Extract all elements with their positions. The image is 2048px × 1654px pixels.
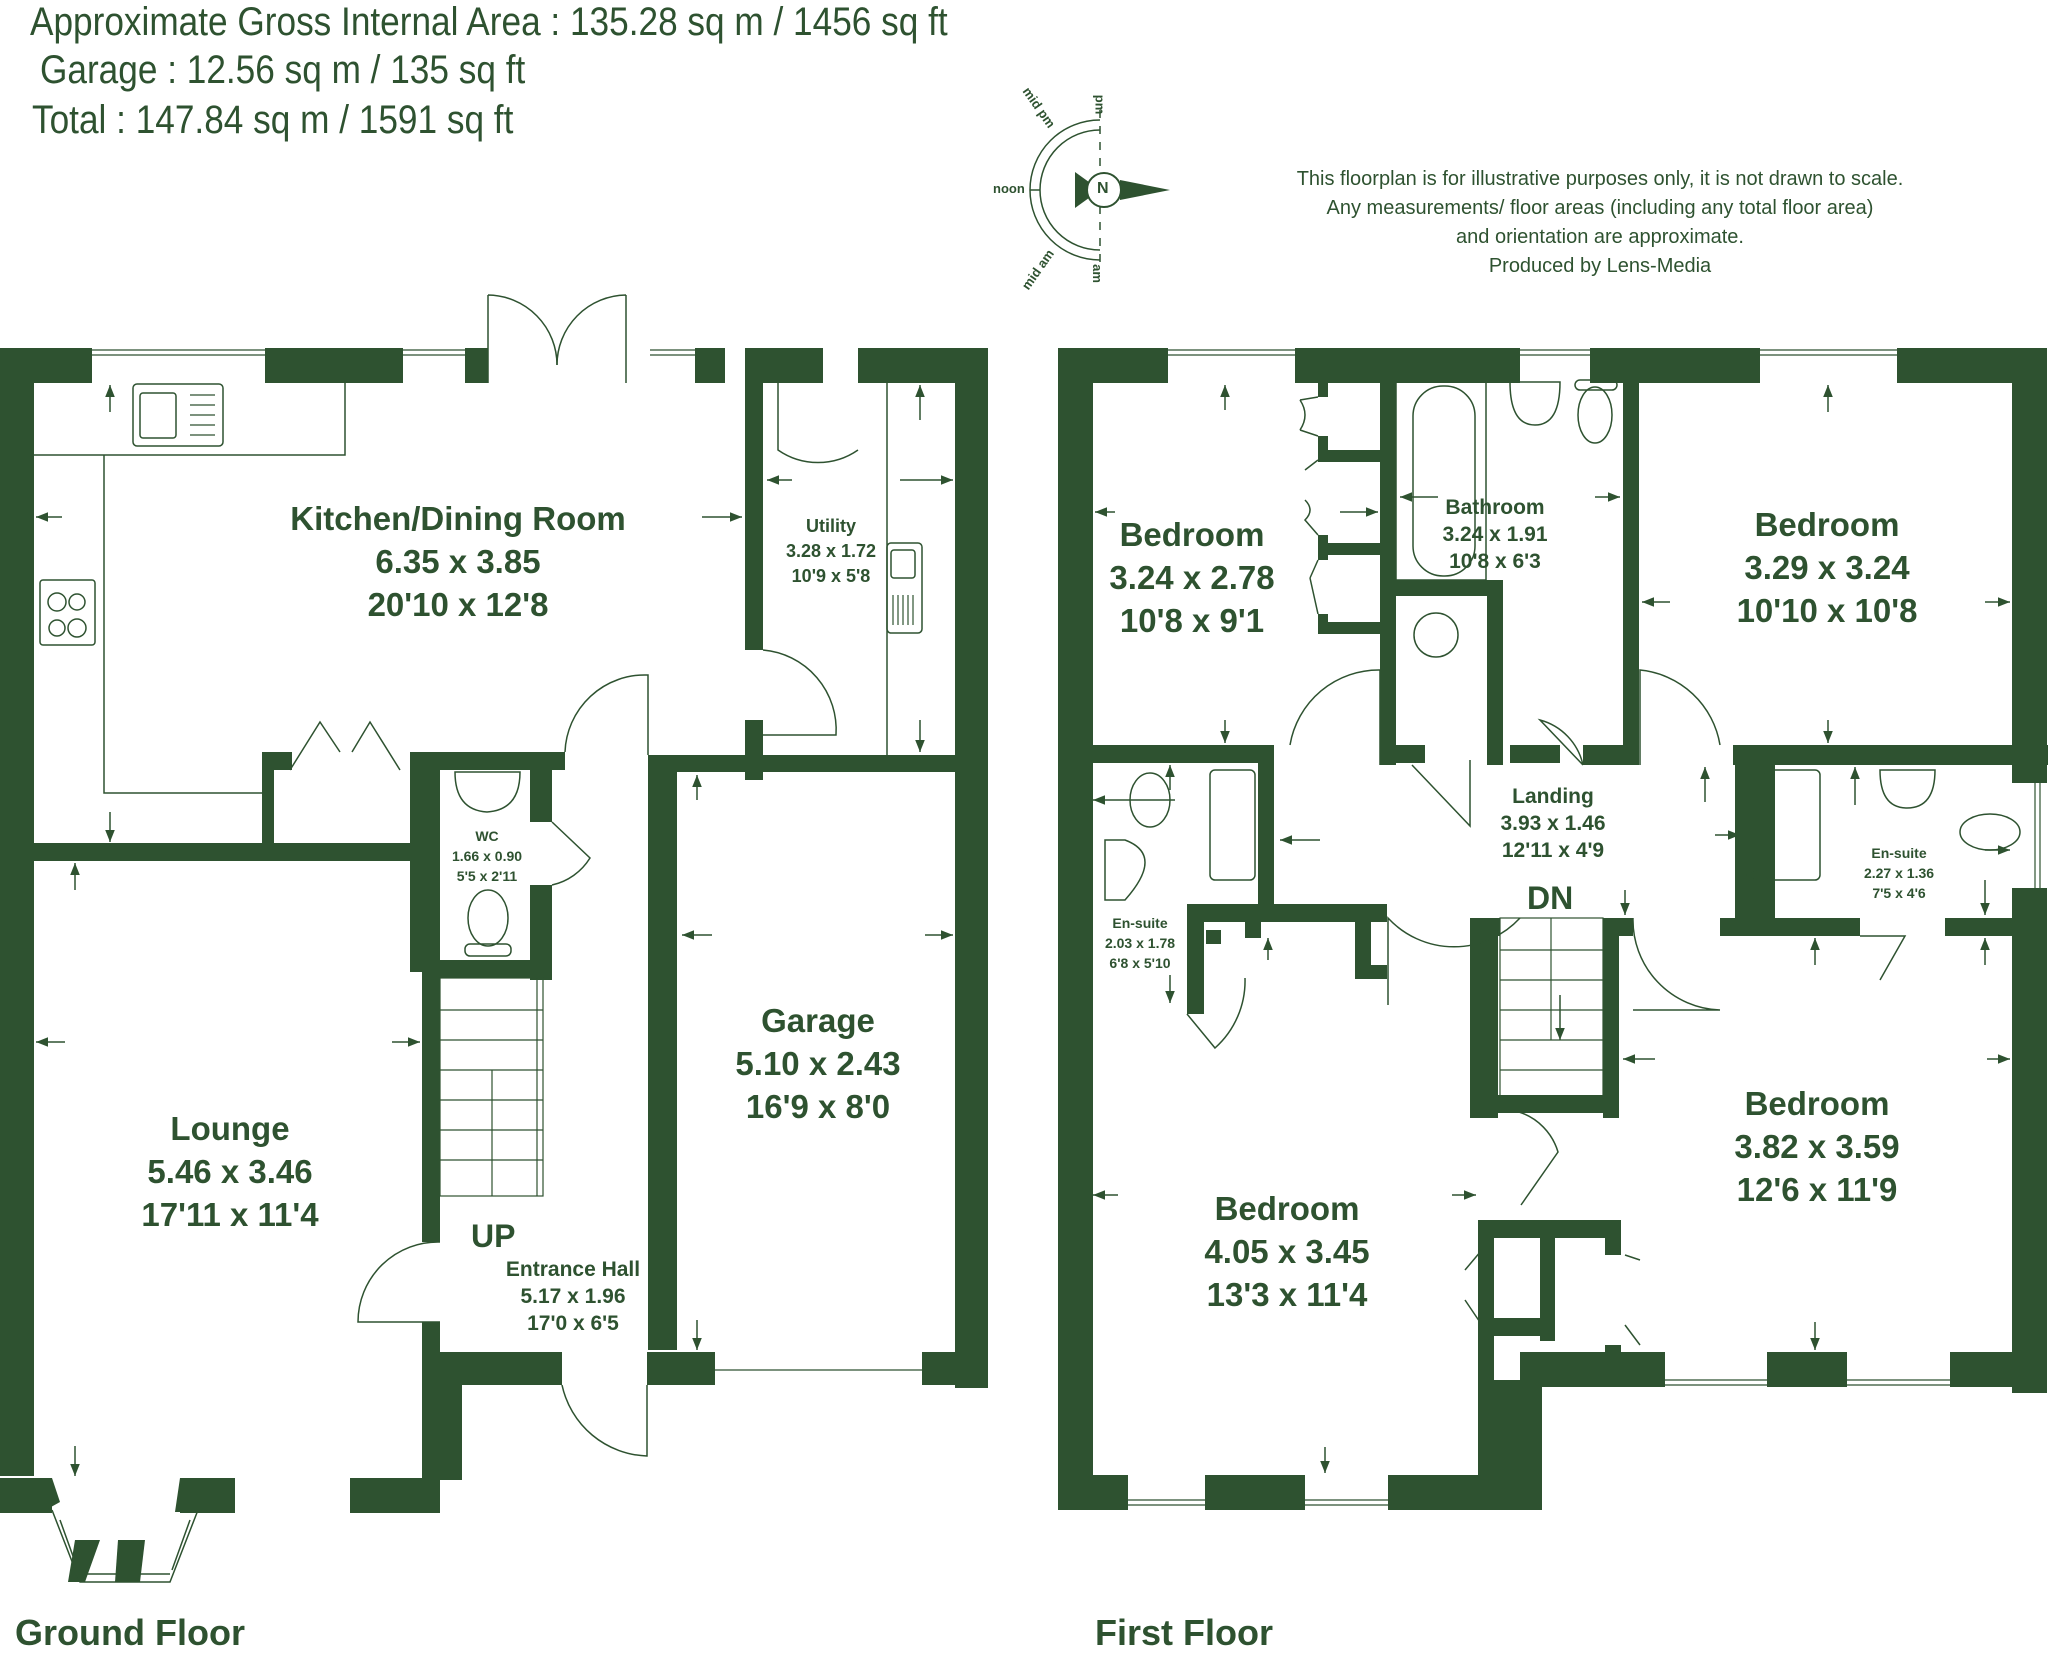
compass-icon bbox=[1029, 110, 1170, 270]
room-wc: WC 1.66 x 0.90 5'5 x 2'11 bbox=[451, 828, 523, 884]
stairs-up-label: UP bbox=[471, 1218, 516, 1254]
room-ensuite-2: En-suite 2.27 x 1.36 7'5 x 4'6 bbox=[1863, 845, 1935, 901]
compass-north-label: N bbox=[1097, 180, 1109, 197]
disclaimer-line: Any measurements/ floor areas (including… bbox=[1326, 197, 1874, 219]
room-kitchen-dining: Kitchen/Dining Room 6.35 x 3.85 20'10 x … bbox=[290, 500, 626, 623]
ground-floor-label: Ground Floor bbox=[15, 1612, 245, 1653]
compass-am-label: am bbox=[1089, 264, 1105, 283]
room-ensuite-1: En-suite 2.03 x 1.78 6'8 x 5'10 bbox=[1104, 915, 1176, 971]
stairs-down-label: DN bbox=[1527, 880, 1574, 916]
room-lounge: Lounge 5.46 x 3.46 17'11 x 11'4 bbox=[141, 1110, 319, 1233]
garage-area: Garage : 12.56 sq m / 135 sq ft bbox=[40, 48, 526, 92]
room-bedroom-2: Bedroom 3.29 x 3.24 10'10 x 10'8 bbox=[1736, 506, 1918, 629]
room-bedroom-1: Bedroom 3.24 x 2.78 10'8 x 9'1 bbox=[1109, 516, 1275, 639]
disclaimer: This floorplan is for illustrative purpo… bbox=[1190, 165, 2010, 281]
compass-pm-label: pm bbox=[1092, 94, 1108, 115]
room-entrance-hall: Entrance Hall 5.17 x 1.96 17'0 x 6'5 bbox=[505, 1258, 641, 1335]
total-area: Total : 147.84 sq m / 1591 sq ft bbox=[32, 98, 514, 142]
room-landing: Landing 3.93 x 1.46 12'11 x 4'9 bbox=[1500, 785, 1606, 862]
compass-noon-label: noon bbox=[993, 181, 1025, 196]
ground-floor-walls bbox=[0, 348, 988, 1582]
gross-internal-area: Approximate Gross Internal Area : 135.28… bbox=[30, 0, 948, 44]
first-floor-walls bbox=[1058, 348, 2048, 1510]
room-bedroom-4: Bedroom 3.82 x 3.59 12'6 x 11'9 bbox=[1734, 1085, 1900, 1208]
room-utility: Utility 3.28 x 1.72 10'9 x 5'8 bbox=[785, 516, 877, 586]
disclaimer-line: Produced by Lens-Media bbox=[1488, 255, 1712, 277]
room-bathroom: Bathroom 3.24 x 1.91 10'8 x 6'3 bbox=[1442, 496, 1548, 573]
room-bedroom-3: Bedroom 4.05 x 3.45 13'3 x 11'4 bbox=[1204, 1190, 1370, 1313]
room-garage: Garage 5.10 x 2.43 16'9 x 8'0 bbox=[735, 1002, 901, 1125]
disclaimer-line: and orientation are approximate. bbox=[1456, 226, 1744, 248]
disclaimer-line: This floorplan is for illustrative purpo… bbox=[1296, 168, 1904, 190]
first-floor-label: First Floor bbox=[1095, 1612, 1273, 1653]
